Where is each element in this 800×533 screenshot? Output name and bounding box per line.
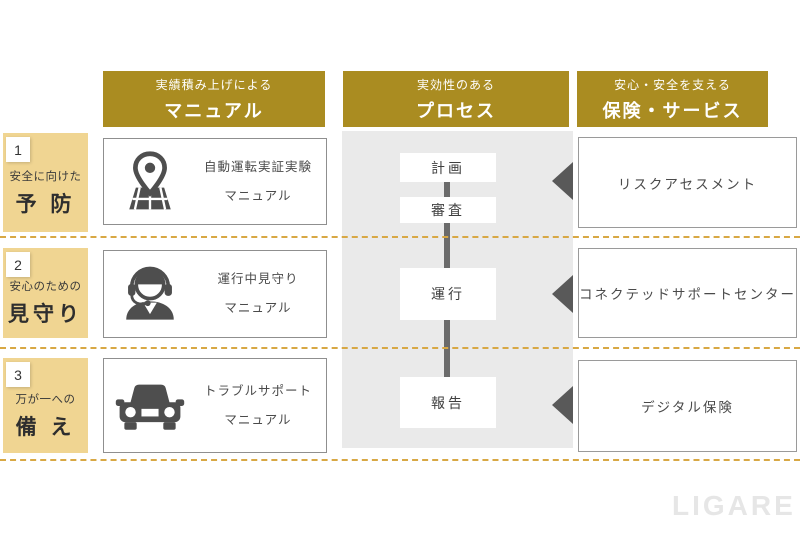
process-step-review: 審査 <box>400 197 496 223</box>
left-arrow-icon <box>552 386 573 424</box>
header-manual-title: マニュアル <box>164 100 264 121</box>
header-manual: 実績積み上げによる マニュアル <box>103 71 325 127</box>
category-sublabel: 安心のための <box>9 281 82 293</box>
process-step-plan: 計画 <box>400 153 496 182</box>
ligare-logo: LIGARE <box>672 490 796 521</box>
row-separator-dashed-line <box>0 347 800 349</box>
process-step-report: 報告 <box>400 377 496 428</box>
header-insurance-subtitle: 安心・安全を支える <box>614 77 731 92</box>
category-sublabel: 安全に向けた <box>9 170 82 183</box>
manual-box-demonstration: 自動運転実証実験 マニュアル <box>103 138 327 225</box>
category-sublabel: 万が一への <box>15 393 76 406</box>
map-pin-icon <box>104 149 196 215</box>
manual-line1: トラブルサポート <box>203 383 312 398</box>
category-number-badge: 2 <box>6 252 30 277</box>
category-label: 予 防 <box>15 192 76 216</box>
service-box-digital-insurance: デジタル保険 <box>578 360 797 452</box>
manual-box-text: 自動運転実証実験 マニュアル <box>196 153 326 211</box>
manual-line1: 自動運転実証実験 <box>203 159 312 174</box>
header-insurance-title: 保険・サービス <box>602 100 743 121</box>
category-preparation: 3 万が一への 備 え <box>3 358 88 453</box>
category-number-badge: 3 <box>6 362 30 387</box>
manual-box-monitoring: 運行中見守り マニュアル <box>103 250 327 338</box>
manual-line1: 運行中見守り <box>217 272 299 287</box>
manual-line2: マニュアル <box>224 301 292 315</box>
row-separator-dashed-line <box>0 236 800 238</box>
header-manual-subtitle: 実績積み上げによる <box>155 77 273 92</box>
category-number-badge: 1 <box>6 137 30 162</box>
service-box-connected-support-center: コネクテッドサポートセンター <box>578 248 797 338</box>
service-box-risk-assessment: リスクアセスメント <box>578 137 797 228</box>
header-insurance-service: 安心・安全を支える 保険・サービス <box>577 71 768 127</box>
category-label: 見守り <box>8 303 83 326</box>
operator-headset-icon <box>104 262 196 326</box>
car-icon <box>104 377 196 435</box>
process-step-operation: 運行 <box>400 268 496 320</box>
header-process-title: プロセス <box>416 100 496 121</box>
header-process: 実効性のある プロセス <box>343 71 569 127</box>
category-prevention: 1 安全に向けた 予 防 <box>3 133 88 232</box>
manual-line2: マニュアル <box>224 412 292 427</box>
left-arrow-icon <box>552 275 573 313</box>
manual-line2: マニュアル <box>224 188 292 203</box>
row-separator-dashed-line <box>0 459 800 461</box>
header-process-subtitle: 実効性のある <box>416 77 495 92</box>
category-watch-over: 2 安心のための 見守り <box>3 248 88 338</box>
left-arrow-icon <box>552 162 573 200</box>
category-label: 備 え <box>15 415 76 439</box>
manual-box-text: 運行中見守り マニュアル <box>196 265 326 323</box>
manual-box-text: トラブルサポート マニュアル <box>196 377 326 435</box>
manual-box-trouble-support: トラブルサポート マニュアル <box>103 358 327 453</box>
